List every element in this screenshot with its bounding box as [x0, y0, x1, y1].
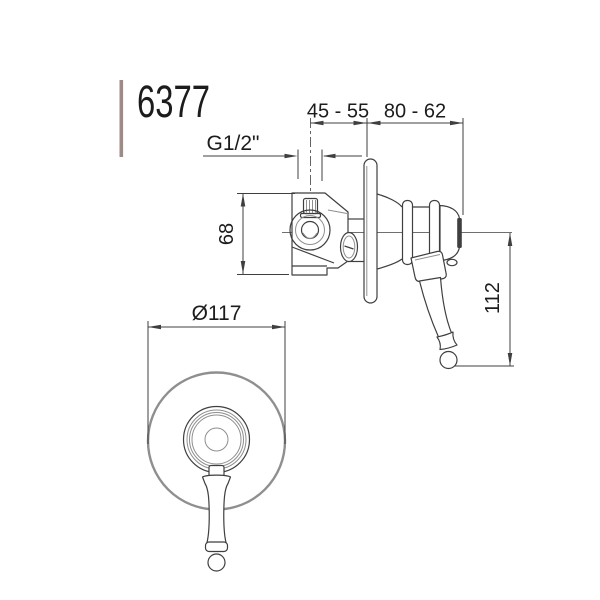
hub-rings [182, 405, 251, 474]
handle-ball-front [207, 553, 226, 572]
dim-thread: G1/2" [203, 132, 362, 181]
dim-label-plate-diameter: Ø117 [192, 302, 242, 325]
handle-neck-side [436, 331, 458, 351]
cap-detent [446, 258, 458, 267]
side-view [282, 118, 512, 370]
handle-lever-side [418, 276, 453, 338]
dim-label-handle-length: 112 [482, 282, 504, 314]
cartridge-ring [401, 199, 414, 266]
accent-bar [119, 80, 124, 157]
dim-label-projection: 80 - 62 [384, 101, 446, 123]
handle-collar [410, 250, 447, 283]
dim-handle-length: 112 [455, 233, 514, 367]
dim-label-recess-depth: 45 - 55 [307, 101, 369, 123]
dim-projection: 80 - 62 [367, 101, 464, 215]
wall-plate-side [363, 158, 403, 304]
hub-center [204, 427, 229, 452]
handle-front [201, 464, 232, 572]
handle-lever-front [201, 474, 232, 544]
dimensions: 45 - 55 80 - 62 G1/2" 68 [147, 101, 514, 444]
adjuster-stem [299, 197, 322, 219]
model-number: 6377 [137, 76, 210, 127]
cartridge-cap [439, 204, 461, 262]
handle-ball-side [439, 350, 458, 370]
title-block: 6377 [119, 76, 210, 157]
dim-body-height: 68 [216, 193, 295, 275]
dim-label-body-height: 68 [216, 223, 238, 245]
dim-recess-depth: 45 - 55 [307, 101, 369, 157]
handle-side [410, 250, 458, 370]
cap-edge [457, 218, 462, 248]
front-view [146, 371, 287, 572]
outlet-port [339, 231, 359, 263]
dim-plate-diameter: Ø117 [147, 302, 286, 444]
inlet-port [289, 209, 331, 251]
cartridge-housing [401, 199, 462, 267]
handle-neck-front [204, 541, 229, 553]
dim-label-thread: G1/2" [207, 132, 260, 155]
